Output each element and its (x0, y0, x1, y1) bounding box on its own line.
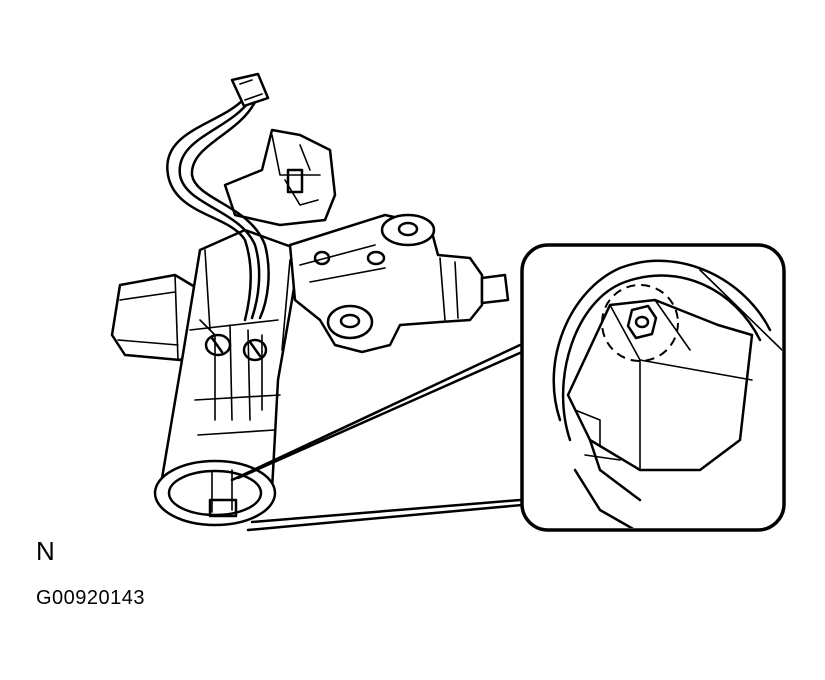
wire-connector (230, 72, 270, 108)
detail-callout-leader (230, 343, 524, 532)
detail-highlight-circle (601, 284, 679, 362)
mounting-boss-bottom (326, 304, 374, 340)
figure-code: G00920143 (36, 587, 146, 609)
shaft-stub (480, 273, 510, 305)
steering-lock-assembly (110, 72, 510, 527)
view-label: N (36, 536, 55, 566)
wire-harness (166, 96, 253, 322)
lock-pin (626, 304, 658, 340)
mounting-boss-top (380, 213, 436, 247)
connector-bracket (223, 128, 337, 227)
detail-inset (520, 243, 786, 532)
